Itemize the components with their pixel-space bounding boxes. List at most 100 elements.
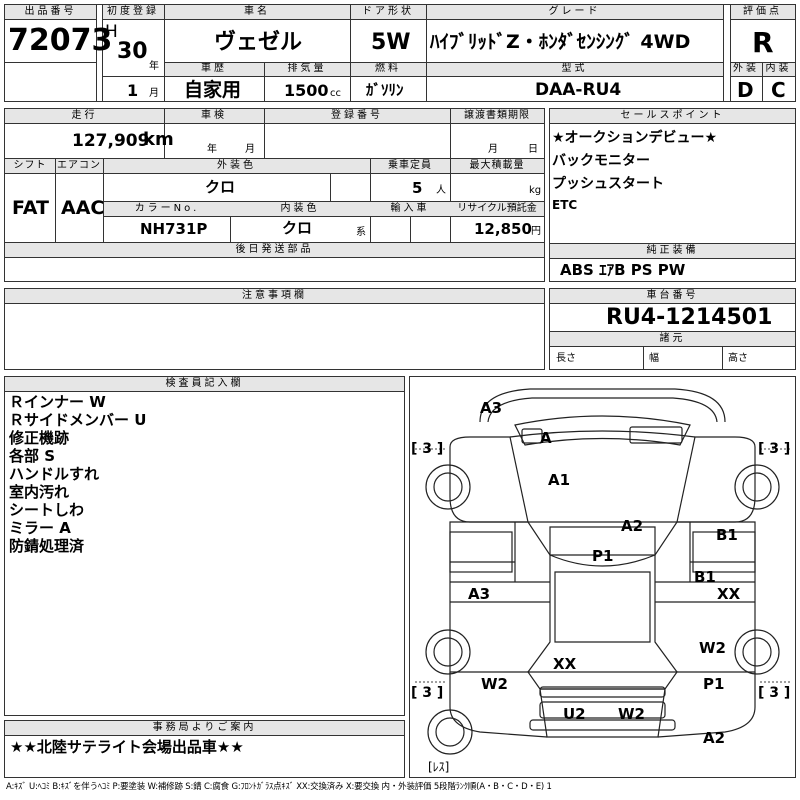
lot-number: 72073 <box>8 23 113 58</box>
model-label: 型式 <box>426 62 723 77</box>
damage-mark: P1 <box>592 547 614 565</box>
sales-item-3: プッシュスタート <box>552 176 664 192</box>
spec-table <box>4 108 545 282</box>
disp-unit: cc <box>330 88 341 99</box>
color-number: NH731P <box>140 220 208 238</box>
year-unit: 年 <box>149 61 159 72</box>
car-name: ヴェゼル <box>214 30 303 55</box>
tire-rear-left: [ 3 ] <box>411 685 444 701</box>
color: クロ <box>205 178 236 196</box>
dim-height: 高さ <box>728 353 748 364</box>
chassis-label: 車台番号 <box>550 289 795 304</box>
int-score: C <box>771 78 786 102</box>
capacity-unit: 人 <box>436 185 446 196</box>
dim-length: 長さ <box>556 353 576 364</box>
equip-label: 純正装備 <box>550 243 795 259</box>
header-table <box>4 4 796 102</box>
lot-label: 出品番号 <box>5 5 96 20</box>
ac: AAC <box>61 197 105 219</box>
intcolor-label: 内装色 <box>230 201 370 217</box>
transfer-month: 月 <box>488 144 498 155</box>
sales-item-2: バックモニター <box>552 153 650 169</box>
capacity-label: 乗車定員 <box>370 159 450 174</box>
recycle-label: リサイクル預託金 <box>450 201 544 217</box>
sales-item-1: ★オークションデビュー★ <box>552 130 718 146</box>
inspector-item-2: Ｒサイドメンバー U <box>9 411 147 429</box>
shift-label: シフト <box>5 159 55 174</box>
damage-mark: P1 <box>703 675 725 693</box>
mileage-label: 走行 <box>5 109 164 124</box>
ac-label: エアコン <box>55 159 103 174</box>
transfer-label: 譲渡書類期限 <box>450 109 544 124</box>
damage-mark: A3 <box>480 399 503 417</box>
transfer-day: 日 <box>528 144 538 155</box>
inspect-month-unit: 月 <box>245 144 255 155</box>
damage-mark: XX <box>553 655 577 673</box>
history-label: 車歴 <box>164 62 264 77</box>
score: R <box>752 26 774 59</box>
model: DAA-RU4 <box>535 80 622 100</box>
tire-front-right: [ 3 ] <box>758 441 791 457</box>
chassis-box <box>549 288 796 370</box>
office-value: ★★北陸サテライト会場出品車★★ <box>10 738 244 756</box>
fuel: ｶﾞｿﾘﾝ <box>366 81 404 99</box>
era: H <box>105 22 118 42</box>
grade-label: グレード <box>426 5 723 20</box>
legend: A:ｷｽﾞ U:ﾍｺﾐ B:ｷｽﾞを伴うﾍｺﾐ P:要塗装 W:補修跡 S:錆 … <box>6 782 552 792</box>
regno-label: 登録番号 <box>264 109 450 124</box>
damage-mark: B1 <box>716 526 738 544</box>
color-label: 外装色 <box>103 159 370 174</box>
inspector-item-7: シートしわ <box>9 501 85 519</box>
chassis-number: RU4-1214501 <box>606 305 773 330</box>
damage-mark: W2 <box>618 705 645 723</box>
sales-point-box <box>549 108 796 282</box>
mileage-unit: km <box>143 129 174 150</box>
displacement: 1500 <box>284 81 329 100</box>
int-label: 内装 <box>762 62 795 77</box>
import-label: 輸入車 <box>370 201 450 217</box>
damage-mark: A2 <box>621 517 644 535</box>
dim-label: 諸元 <box>550 331 795 347</box>
inspector-item-9: 防錆処理済 <box>9 537 85 555</box>
tire-front-left: [ 3 ] <box>411 441 444 457</box>
office-label: 事務局よりご案内 <box>5 721 404 736</box>
tire-rear-right: [ 3 ] <box>758 685 791 701</box>
damage-mark: XX <box>717 585 741 603</box>
reg-month: 1 <box>127 81 139 100</box>
damage-mark: A3 <box>468 585 491 603</box>
colorno-label: カラーNo. <box>104 201 230 217</box>
damage-mark: A2 <box>703 729 726 747</box>
recycle-fee: 12,850 <box>474 220 532 238</box>
recycle-unit: 円 <box>531 226 541 237</box>
notes-label: 注意事項欄 <box>5 289 544 304</box>
capacity: 5 <box>412 179 423 197</box>
dim-width: 幅 <box>649 353 659 364</box>
inspector-item-1: Ｒインナー W <box>9 393 106 411</box>
door-type: 5W <box>371 30 411 55</box>
damage-mark: A1 <box>548 471 571 489</box>
inspect-label: 車検 <box>164 109 264 124</box>
month-unit: 月 <box>149 88 159 99</box>
inspect-year-unit: 年 <box>207 144 217 155</box>
damage-mark: W2 <box>481 675 508 693</box>
grade: ﾊｲﾌﾞﾘｯﾄﾞZ・ﾎﾝﾀﾞｾﾝｼﾝｸﾞ 4WD <box>430 31 691 53</box>
inspector-item-8: ミラー A <box>9 519 71 537</box>
inspector-item-6: 室内汚れ <box>9 483 70 501</box>
history: 自家用 <box>184 79 242 101</box>
notes-box <box>4 288 545 370</box>
disp-label: 排気量 <box>264 62 350 77</box>
sales-label: セールスポイント <box>550 109 795 124</box>
car-diagram-box <box>409 376 796 778</box>
later-parts-label: 後日発送部品 <box>5 243 544 258</box>
inspector-label: 検査員記入欄 <box>5 377 404 392</box>
inspector-box <box>4 376 405 716</box>
damage-mark: W2 <box>699 639 726 657</box>
office-box <box>4 720 405 778</box>
reg-label: 初度登録 <box>102 5 164 20</box>
spare-tire-label: [ﾚｽ] <box>428 760 450 774</box>
fuel-label: 燃料 <box>350 62 426 77</box>
inspector-item-5: ハンドルすれ <box>9 465 100 483</box>
damage-mark: U2 <box>563 705 586 723</box>
door-label: ドア形状 <box>350 5 426 20</box>
mileage: 127,909 <box>72 131 150 151</box>
